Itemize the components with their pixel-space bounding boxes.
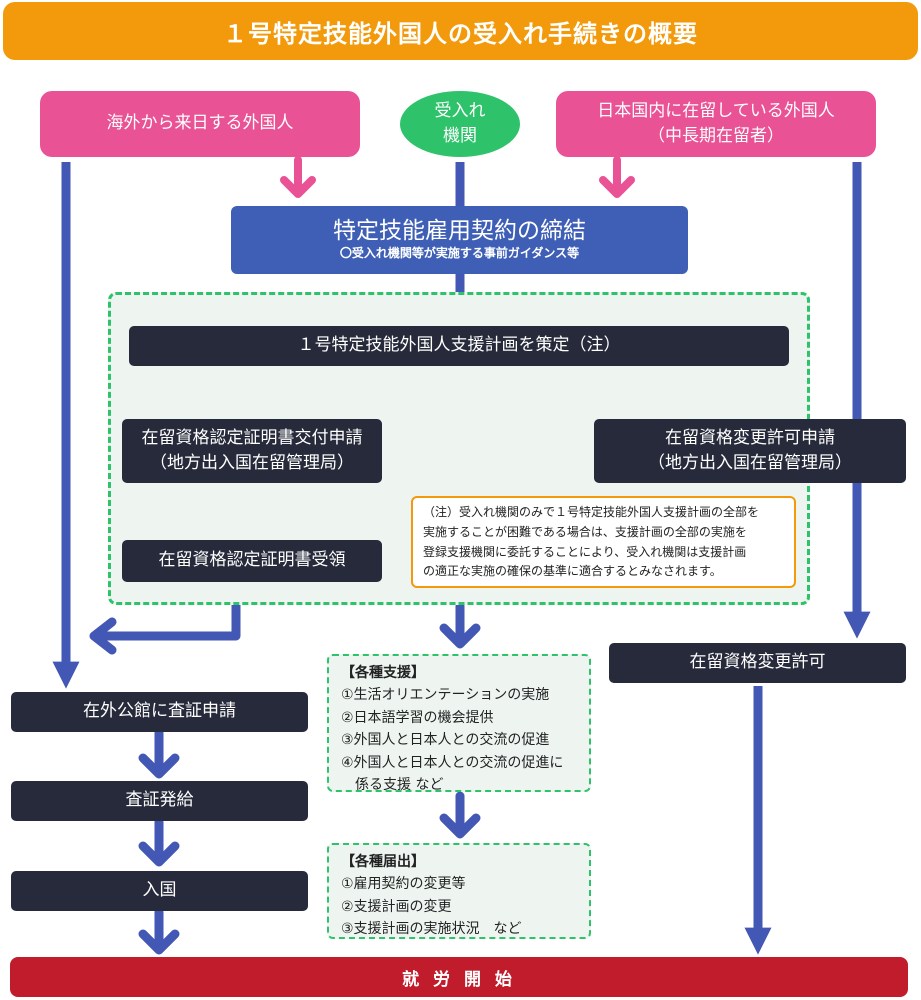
supports-item: ④外国人と日本人との交流の促進に <box>341 754 564 771</box>
note-line: の適正な実施の確保の基準に適合するとみなされます。 <box>423 564 722 579</box>
entry-label: 入国 <box>142 880 177 901</box>
coe-application-box: 在留資格認定証明書交付申請 （地方出入国在留管理局） <box>122 419 382 483</box>
arrow-zone-to-supports <box>439 601 481 649</box>
coe-application-label-2: （地方出入国在留管理局） <box>150 453 354 473</box>
notifications-box: 【各種届出】 ①雇用契約の変更等 ②支援計画の変更 ③支援計画の実施状況 など <box>327 843 591 939</box>
supports-item: ②日本語学習の機会提供 <box>341 709 494 726</box>
status-change-permitted-label: 在留資格変更許可 <box>689 652 826 673</box>
overseas-foreigner-label: 海外から来日する外国人 <box>106 113 294 134</box>
arrow-visa-app-to-issued <box>138 728 180 779</box>
status-change-application-label-1: 在留資格変更許可申請 <box>665 427 835 448</box>
visa-application-box: 在外公館に査証申請 <box>11 692 308 732</box>
entry-box: 入国 <box>11 871 308 911</box>
supports-item: 係る支援 など <box>355 776 444 793</box>
domestic-foreigner-label-2: （中長期在留者） <box>648 126 784 146</box>
arrow-issued-to-entry <box>138 817 180 867</box>
coe-application-label-1: 在留資格認定証明書交付申請 <box>141 427 363 448</box>
notifications-item: ①雇用契約の変更等 <box>341 876 466 893</box>
employment-contract-box: 特定技能雇用契約の締結 〇受入れ機関等が実施する事前ガイダンス等 <box>231 206 688 274</box>
coe-receipt-box: 在留資格認定証明書受領 <box>122 540 382 582</box>
arrow-supports-to-notifications <box>439 791 481 839</box>
notifications-item: ③支援計画の実施状況 など <box>341 921 522 938</box>
page-title-text: １号特定技能外国人の受入れ手続きの概要 <box>223 19 698 48</box>
domestic-foreigner-label-1: 日本国内に在留している外国人 <box>597 100 835 121</box>
supports-item: ①生活オリエンテーションの実施 <box>341 687 550 704</box>
employment-contract-title: 特定技能雇用契約の締結 <box>333 217 586 244</box>
visa-issued-label: 査証発給 <box>125 790 194 811</box>
note-box: （注）受入れ機関のみで１号特定技能外国人支援計画の全部を 実施することが困難であ… <box>411 496 796 588</box>
support-plan-label: １号特定技能外国人支援計画を策定（注） <box>297 335 621 356</box>
overseas-foreigner-box: 海外から来日する外国人 <box>40 91 360 157</box>
arrow-entry-to-start <box>138 907 180 955</box>
notifications-heading: 【各種届出】 <box>341 854 425 870</box>
supports-item: ③外国人と日本人との交流の促進 <box>341 732 550 749</box>
employment-start-label: 就 労 開 始 <box>402 969 516 990</box>
supports-box: 【各種支援】 ①生活オリエンテーションの実施 ②日本語学習の機会提供 ③外国人と… <box>327 654 591 793</box>
note-line: 登録支援機関に委託することにより、受入れ機関は支援計画 <box>423 544 747 559</box>
host-organization-label-1: 受入れ <box>434 100 486 121</box>
domestic-foreigner-box: 日本国内に在留している外国人 （中長期在留者） <box>556 91 876 157</box>
notifications-item: ②支援計画の変更 <box>341 898 452 915</box>
visa-application-label: 在外公館に査証申請 <box>83 701 236 722</box>
page-title: １号特定技能外国人の受入れ手続きの概要 <box>3 2 918 60</box>
status-change-permitted-box: 在留資格変更許可 <box>609 643 906 683</box>
host-organization-oval: 受入れ 機関 <box>400 91 520 157</box>
note-line: （注）受入れ機関のみで１号特定技能外国人支援計画の全部を <box>423 505 760 519</box>
employment-contract-subtitle: 〇受入れ機関等が実施する事前ガイダンス等 <box>339 246 580 261</box>
visa-issued-box: 査証発給 <box>11 781 308 821</box>
pink-arrow-right <box>599 156 635 198</box>
pink-arrow-left <box>280 156 316 198</box>
coe-receipt-label: 在留資格認定証明書受領 <box>158 550 346 571</box>
employment-start-bar: 就 労 開 始 <box>10 957 908 997</box>
status-change-application-box: 在留資格変更許可申請 （地方出入国在留管理局） <box>594 419 906 483</box>
supports-heading: 【各種支援】 <box>341 665 425 681</box>
note-line: 実施することが困難である場合は、支援計画の全部の実施を <box>423 524 747 539</box>
support-plan-box: １号特定技能外国人支援計画を策定（注） <box>129 326 789 366</box>
status-change-application-label-2: （地方出入国在留管理局） <box>648 453 852 473</box>
host-organization-label-2: 機関 <box>443 126 477 146</box>
